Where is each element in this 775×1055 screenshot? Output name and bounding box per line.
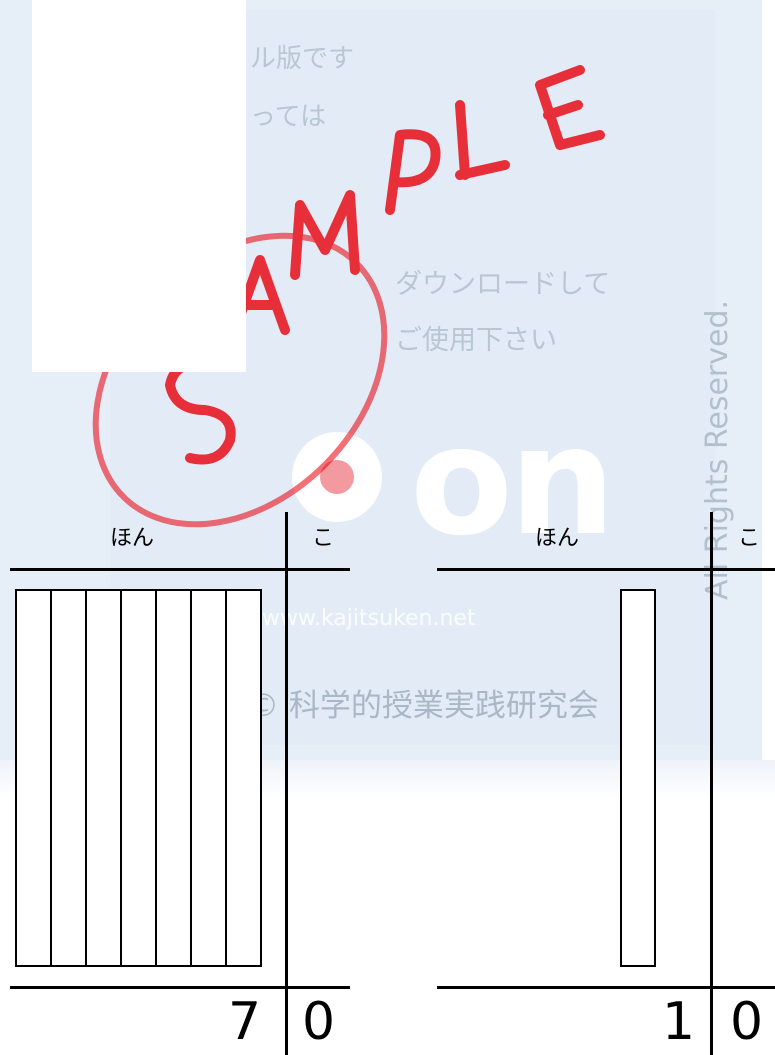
column-label-tens: ほん — [110, 526, 155, 551]
column-label-tens: ほん — [535, 526, 580, 551]
place-value-divider — [285, 512, 288, 1055]
watermark-text-line4: ご使用下さい — [395, 325, 557, 356]
ones-digit: 0 — [730, 992, 764, 1052]
ten-rod — [620, 589, 656, 967]
ten-rod — [190, 589, 227, 967]
top-rule — [10, 568, 350, 571]
ten-rod — [50, 589, 87, 967]
top-rule — [437, 568, 775, 571]
watermark-text-line1: ル版です — [250, 44, 355, 74]
ones-digit: 0 — [302, 992, 336, 1052]
tens-digit: 7 — [228, 992, 262, 1052]
ten-rod — [120, 589, 157, 967]
bottom-rule — [437, 986, 775, 989]
ten-rod — [85, 589, 122, 967]
tens-digit: 1 — [662, 992, 696, 1052]
ten-rod — [155, 589, 192, 967]
watermark-copyright: © 科学的授業実践研究会 — [248, 688, 599, 724]
ten-rod — [225, 589, 262, 967]
place-value-divider — [710, 512, 713, 1055]
ten-rod — [15, 589, 52, 967]
watermark-text-line3: ダウンロードして — [395, 269, 611, 300]
column-label-ones: こ — [738, 526, 761, 551]
watermark-text-line2: っては — [250, 102, 327, 132]
column-label-ones: こ — [312, 526, 335, 551]
bottom-rule — [10, 986, 350, 989]
watermark-url: www.kajitsuken.net — [262, 606, 476, 631]
watermark-brand: on — [410, 395, 616, 569]
blank-area — [32, 0, 246, 372]
